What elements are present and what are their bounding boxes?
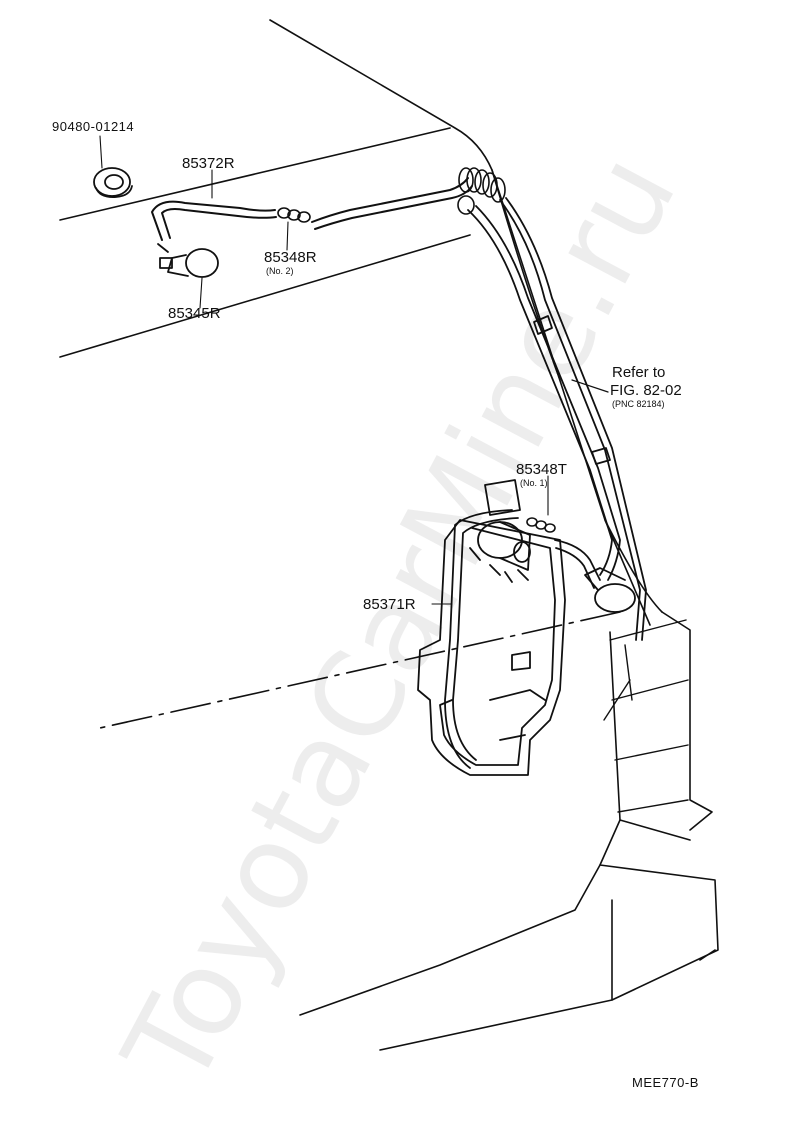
label-jet-nozzle[interactable]: 85345R: [168, 305, 221, 322]
upper-hose: [151, 177, 473, 241]
hose-coil: [457, 167, 506, 215]
lamp-panel: [603, 619, 689, 813]
label-joint-no1-note: (No. 1): [520, 478, 548, 488]
label-joint-no1[interactable]: 85348T: [516, 461, 567, 478]
leader-lines: [99, 135, 549, 605]
reference-leader: [571, 379, 609, 393]
grommet: [93, 167, 133, 198]
label-grommet[interactable]: 90480-01214: [52, 119, 135, 134]
reference-fig-link[interactable]: FIG. 82-02: [610, 382, 682, 399]
label-hose-upper[interactable]: 85372R: [182, 155, 235, 172]
joint-no1: [526, 517, 556, 533]
washer-motor: [477, 521, 531, 583]
vertical-hose: [467, 197, 647, 641]
label-joint-no2-note: (No. 2): [266, 266, 294, 276]
washer-tank: [417, 479, 566, 776]
jet-nozzle: [157, 243, 219, 278]
reference-pnc: (PNC 82184): [612, 399, 665, 409]
joint-no2: [277, 207, 311, 223]
reference-line1: Refer to: [612, 364, 666, 381]
label-hose-lower[interactable]: 85371R: [363, 596, 416, 613]
lower-hose: [444, 509, 601, 769]
hose-clamp: [584, 567, 636, 613]
label-joint-no2[interactable]: 85348R: [264, 249, 317, 266]
diagram-code: MEE770-B: [632, 1075, 699, 1090]
